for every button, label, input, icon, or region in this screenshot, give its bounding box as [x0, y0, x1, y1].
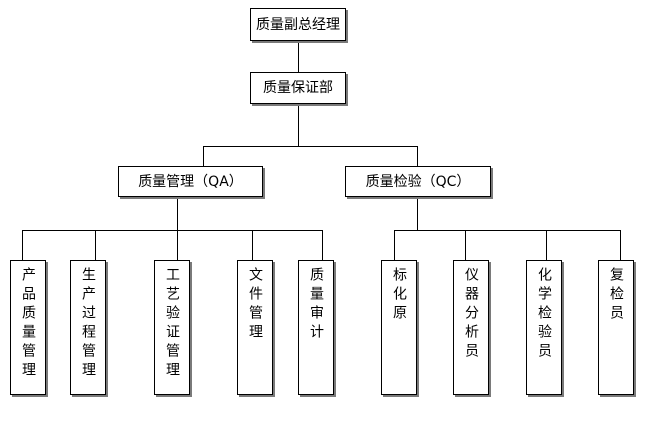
department-node: 质量保证部: [250, 72, 346, 104]
department-node-label: 质量保证部: [263, 80, 333, 96]
qa-child-document-management: 文件管理: [237, 260, 273, 395]
root-node: 质量副总经理: [250, 8, 346, 41]
qc-child-instrument-analyst: 仪器分析员: [453, 260, 489, 395]
qc-node: 质量检验（QC）: [345, 166, 491, 197]
qa-child-label: 工艺验证管理: [164, 267, 180, 381]
qa-child-process-validation: 工艺验证管理: [154, 260, 190, 395]
qc-child-recheck-inspector: 复检员: [598, 260, 634, 395]
qc-child-label: 标化原: [391, 267, 407, 324]
qc-child-chemical-inspector: 化学检验员: [526, 260, 562, 395]
qc-child-label: 化学检验员: [536, 267, 552, 362]
qa-child-quality-audit: 质量审计: [298, 260, 334, 395]
qa-node: 质量管理（QA）: [118, 166, 263, 197]
qa-child-label: 质量审计: [308, 267, 324, 343]
root-node-label: 质量副总经理: [256, 16, 340, 33]
qa-node-label: 质量管理（QA）: [138, 173, 243, 190]
qa-child-label: 产品质量管理: [20, 267, 36, 381]
qa-child-product-quality: 产品质量管理: [10, 260, 46, 395]
qc-child-standardization: 标化原: [381, 260, 417, 395]
qc-node-label: 质量检验（QC）: [365, 173, 471, 190]
qa-child-label: 生产过程管理: [80, 267, 96, 381]
qc-child-label: 仪器分析员: [463, 267, 479, 362]
qc-child-label: 复检员: [608, 267, 624, 324]
qa-child-label: 文件管理: [247, 267, 263, 343]
qa-child-production-process: 生产过程管理: [70, 260, 106, 395]
